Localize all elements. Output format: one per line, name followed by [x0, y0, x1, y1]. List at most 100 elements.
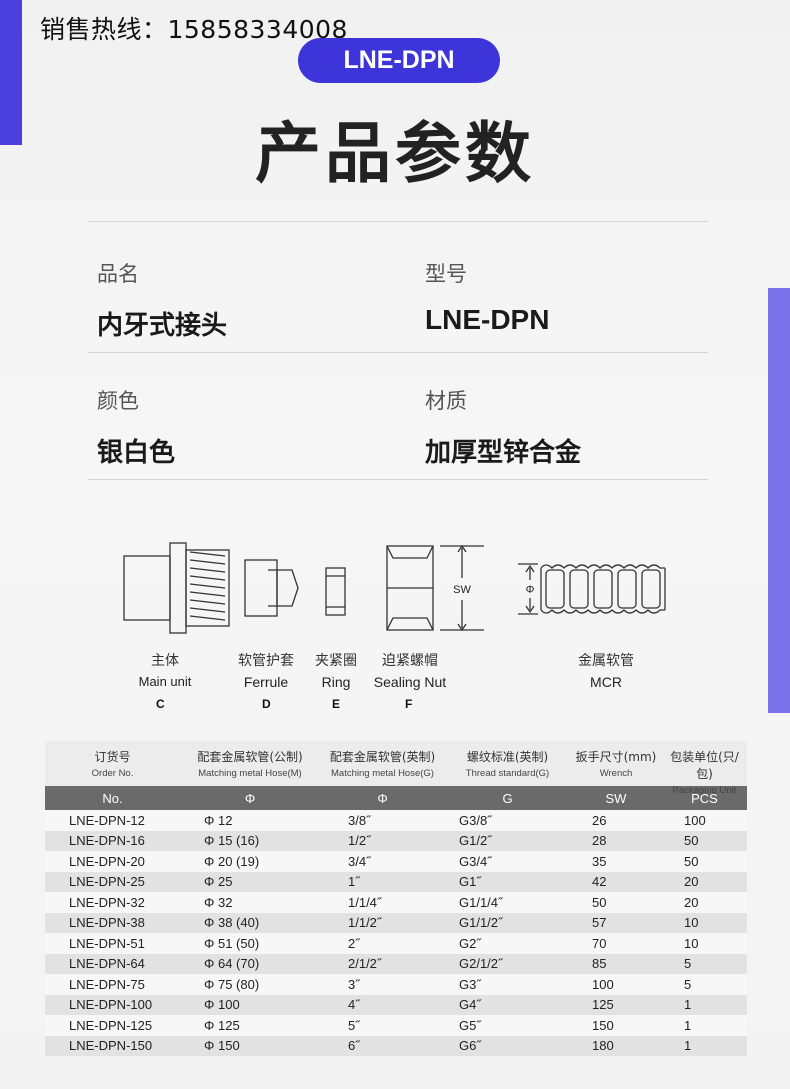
- table-cell: Φ 25: [204, 874, 233, 890]
- part-en: Ring: [321, 674, 351, 690]
- subheader-cell: Φ: [377, 790, 388, 806]
- table-cell: Φ 51 (50): [204, 935, 260, 951]
- table-cell: 150: [592, 1017, 614, 1033]
- table-cell: LNE-DPN-100: [69, 997, 153, 1013]
- subheader-cell: Φ: [244, 790, 256, 806]
- table-cell: G2˝: [459, 935, 481, 951]
- table-cell: Φ 100: [204, 997, 240, 1013]
- table-cell: 100: [684, 812, 706, 828]
- table-cell: Φ 15 (16): [204, 833, 260, 849]
- part-label-metal-hose: 金属软管 MCR: [566, 650, 646, 690]
- table-cell: 50: [684, 853, 699, 869]
- table-cell: Φ 38 (40): [204, 915, 260, 931]
- table-cell: G1˝: [459, 874, 481, 890]
- attr-value-color: 银白色: [97, 438, 176, 468]
- table-cell: 2/1/2˝: [348, 956, 382, 972]
- table-cell: 28: [592, 833, 607, 849]
- table-cell: 20: [684, 894, 699, 910]
- part-label-ring: 夹紧圈 Ring: [306, 650, 366, 690]
- table-cell: Φ 125: [204, 1017, 240, 1033]
- model-badge: LNE-DPN: [298, 38, 500, 83]
- column-header: 螺纹标准(英制)Thread standard(G): [465, 750, 550, 779]
- part-code-e: E: [332, 697, 341, 711]
- table-cell: 1: [684, 1017, 692, 1033]
- table-cell: 57: [592, 915, 607, 931]
- table-cell: 5˝: [348, 1017, 360, 1033]
- table-cell: 3/4˝: [348, 853, 371, 869]
- subheader-cell: SW: [605, 790, 627, 806]
- part-en: Main unit: [138, 674, 192, 689]
- table-cell: 1˝: [348, 874, 360, 890]
- attr-value-name: 内牙式接头: [97, 311, 228, 341]
- table-cell: 3/8˝: [348, 812, 371, 828]
- table-cell: 3˝: [348, 976, 360, 992]
- table-cell: 125: [592, 997, 614, 1013]
- part-cn: 迫紧螺帽: [382, 653, 438, 669]
- table-cell: G1/1/4˝: [459, 894, 503, 910]
- column-header: 扳手尺寸(mm)Wrench: [575, 750, 657, 779]
- table-cell: G3˝: [459, 976, 481, 992]
- table-cell: 180: [592, 1038, 614, 1054]
- parts-drawing: SW Φ: [123, 542, 666, 634]
- table-cell: 100: [592, 976, 614, 992]
- part-code-d: D: [262, 697, 271, 711]
- part-label-sealing-nut: 迫紧螺帽 Sealing Nut: [366, 650, 454, 690]
- table-cell: 1: [684, 997, 692, 1013]
- table-cell: Φ 12: [204, 812, 233, 828]
- sales-hotline: 销售热线：15858334008: [40, 15, 348, 44]
- part-cn: 软管护套: [238, 653, 294, 669]
- table-cell: 10: [684, 915, 699, 931]
- table-cell: 85: [592, 956, 607, 972]
- table-cell: LNE-DPN-51: [69, 935, 145, 951]
- attr-value-model: LNE-DPN: [425, 304, 550, 335]
- table-cell: G4˝: [459, 997, 481, 1013]
- table-cell: 50: [684, 833, 699, 849]
- table-cell: 5: [684, 956, 692, 972]
- part-label-ferrule: 软管护套 Ferrule: [226, 650, 306, 690]
- phi-dimension-label: Φ: [526, 584, 535, 596]
- table-cell: LNE-DPN-64: [69, 956, 145, 972]
- part-code-c: C: [156, 697, 165, 711]
- table-cell: 35: [592, 853, 607, 869]
- table-cell: 26: [592, 812, 607, 828]
- attr-label-color: 颜色: [97, 389, 139, 413]
- table-cell: Φ 20 (19): [204, 853, 260, 869]
- page-title: 产品参数: [255, 115, 535, 192]
- subheader-cell: G: [502, 790, 513, 806]
- table-cell: 6˝: [348, 1038, 360, 1054]
- column-header: 配套金属软管(公制)Matching metal Hose(M): [197, 750, 303, 779]
- table-cell: Φ 32: [204, 894, 233, 910]
- part-code-f: F: [405, 697, 413, 711]
- table-cell: Φ 150: [204, 1038, 240, 1054]
- part-en: Ferrule: [243, 674, 289, 690]
- table-cell: G3/8˝: [459, 812, 492, 828]
- table-cell: G1/1/2˝: [459, 915, 503, 931]
- table-cell: 1: [684, 1038, 692, 1054]
- table-cell: 50: [592, 894, 607, 910]
- part-cn: 夹紧圈: [315, 653, 357, 669]
- table-subheader: No. Φ Φ G SW PCS: [45, 786, 747, 810]
- subheader-cell: PCS: [691, 790, 718, 806]
- attr-label-material: 材质: [425, 389, 467, 413]
- part-en: Sealing Nut: [373, 674, 447, 690]
- divider: [88, 221, 708, 222]
- subheader-cell: No.: [102, 790, 123, 806]
- part-cn: 金属软管: [578, 653, 634, 669]
- parts-diagram: SW Φ 主体 Main unit C 软管护套 Ferrule D 夹紧圈 R…: [0, 530, 790, 720]
- table-cell: 10: [684, 935, 699, 951]
- table-cell: LNE-DPN-75: [69, 976, 145, 992]
- metal-hose-drawing: [518, 563, 666, 615]
